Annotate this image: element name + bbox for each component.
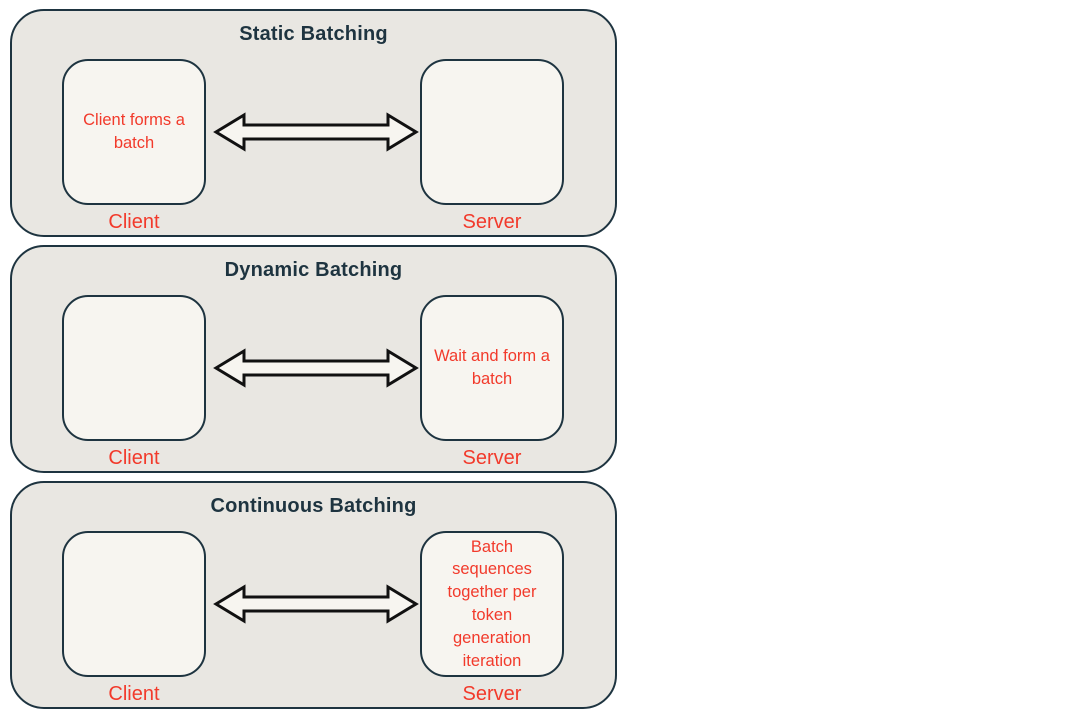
- client-label: Client: [108, 683, 160, 705]
- server-box-text: Batch sequences together per token gener…: [447, 537, 537, 670]
- client-box: [62, 531, 206, 677]
- panel-title: Static Batching: [239, 23, 388, 45]
- client-label: Client: [108, 447, 160, 469]
- panel-static-batching: Static Batching Client forms a batch Cli…: [10, 9, 617, 237]
- panel-dynamic-batching: Dynamic Batching Wait and form a batch C…: [10, 245, 617, 473]
- double-arrow-icon: [213, 584, 419, 624]
- double-arrow-icon: [213, 348, 419, 388]
- server-label: Server: [462, 683, 522, 705]
- client-box: [62, 295, 206, 441]
- server-label: Server: [462, 211, 522, 233]
- server-box-text: Wait and form a batch: [434, 347, 550, 388]
- panel-title: Dynamic Batching: [224, 259, 403, 281]
- client-box-text: Client forms a batch: [83, 111, 185, 152]
- server-box: [420, 59, 564, 205]
- panel-continuous-batching: Continuous Batching Batch sequences toge…: [10, 481, 617, 709]
- server-label: Server: [462, 447, 522, 469]
- client-label: Client: [108, 211, 160, 233]
- double-arrow-icon: [213, 112, 419, 152]
- panel-title: Continuous Batching: [210, 495, 417, 517]
- client-box: Client forms a batch: [62, 59, 206, 205]
- server-box: Batch sequences together per token gener…: [420, 531, 564, 677]
- server-box: Wait and form a batch: [420, 295, 564, 441]
